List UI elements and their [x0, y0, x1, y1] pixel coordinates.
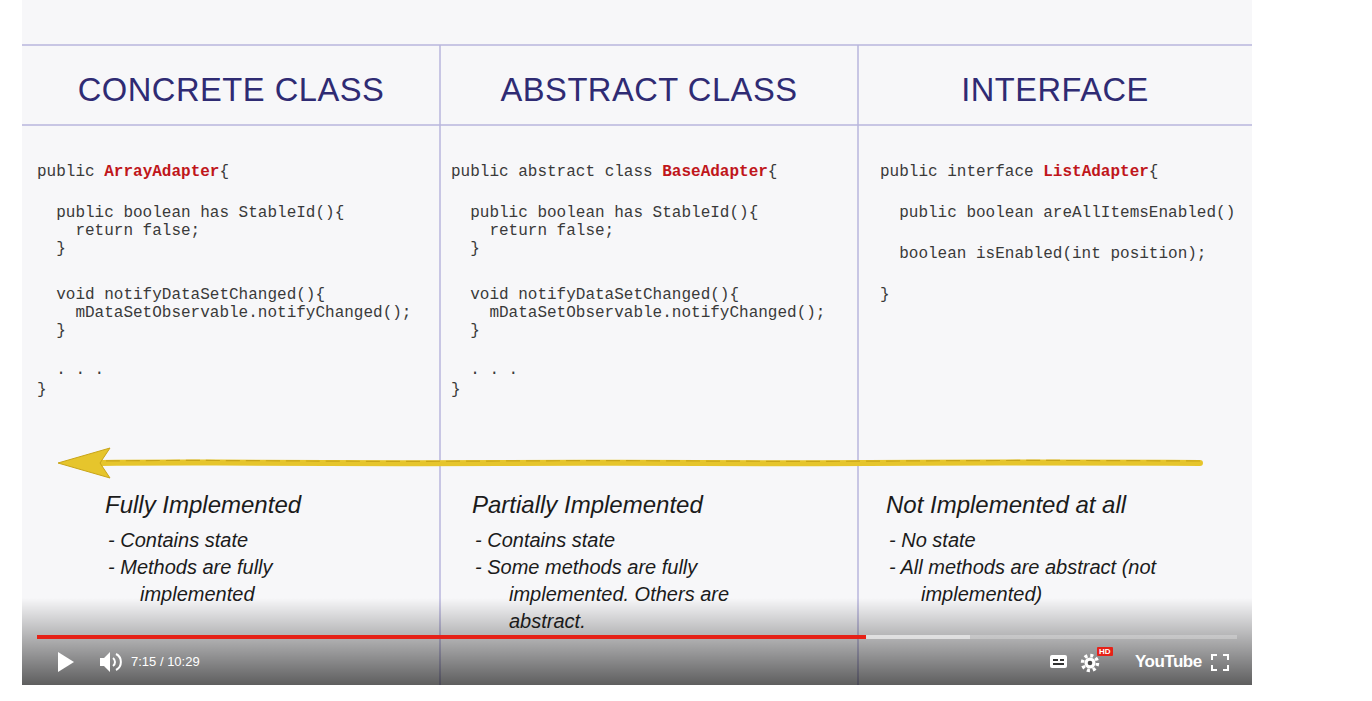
code-line: return false; — [75, 222, 200, 240]
code-line: } — [470, 240, 480, 258]
note-bullet: - Some methods are fully implemented. Ot… — [475, 554, 797, 635]
code-line: return false; — [489, 222, 614, 240]
code-line: void notifyDataSetChanged(){ — [470, 286, 739, 304]
code-line: public interface ListAdapter{ — [880, 163, 1158, 181]
code-line: mDataSetObservable.notifyChanged(); — [489, 304, 825, 322]
column-divider — [857, 45, 859, 685]
code-line: } — [56, 240, 66, 258]
video-time: 7:15 / 10:29 — [131, 653, 200, 671]
note-title: Partially Implemented — [472, 490, 703, 520]
class-column: INTERFACE public interface ListAdapter{ pu… — [858, 45, 1252, 685]
code-line: } — [451, 381, 461, 399]
settings-icon — [1083, 656, 1098, 671]
code-line: } — [470, 322, 480, 340]
code-line: } — [56, 322, 66, 340]
table-lines — [22, 45, 1252, 685]
code-line: . . . — [470, 361, 518, 379]
control-gradient — [22, 598, 1252, 685]
progress-buffer — [37, 635, 970, 639]
column-divider — [439, 45, 441, 685]
note-bullet: - Contains state — [475, 527, 797, 554]
volume-icon — [100, 652, 121, 672]
code-line: public boolean has StableId(){ — [56, 204, 344, 222]
note-bullet: - No state — [889, 527, 1191, 554]
top-rule — [22, 44, 1252, 46]
youtube-logo: YouTube — [1135, 651, 1202, 673]
arrow-shaft — [100, 459, 1200, 466]
fullscreen-icon — [1212, 655, 1228, 670]
progress-track — [37, 635, 1237, 639]
captions-icon — [1050, 655, 1067, 668]
note-bullet: - All methods are abstract (not implemen… — [889, 554, 1191, 608]
class-column: CONCRETE CLASS public ArrayAdapter{ public… — [22, 45, 440, 685]
column-heading: ABSTRACT CLASS — [440, 70, 858, 110]
code-line: public boolean areAllItemsEnabled() — [899, 204, 1235, 222]
progress-played — [37, 635, 866, 639]
code-line: boolean isEnabled(int position); — [899, 245, 1206, 263]
code-line: mDataSetObservable.notifyChanged(); — [75, 304, 411, 322]
code-line: } — [880, 286, 890, 304]
note-bullet: - Contains state — [108, 527, 340, 554]
code-line: . . . — [56, 361, 104, 379]
note-title: Not Implemented at all — [886, 490, 1126, 520]
arrow-texture — [100, 460, 1200, 462]
code-line: public ArrayAdapter{ — [37, 163, 229, 181]
play-icon — [58, 652, 74, 672]
column-heading: INTERFACE — [858, 70, 1252, 110]
code-line: public abstract class BaseAdapter{ — [451, 163, 777, 181]
note-title: Fully Implemented — [105, 490, 301, 520]
header-rule — [22, 124, 1252, 126]
code-line: public boolean has StableId(){ — [470, 204, 758, 222]
note-bullet: - Methods are fully implemented — [108, 554, 340, 608]
column-heading: CONCRETE CLASS — [22, 70, 440, 110]
code-line: void notifyDataSetChanged(){ — [56, 286, 325, 304]
hd-badge: HD — [1097, 647, 1113, 656]
class-column: ABSTRACT CLASS public abstract class Base… — [440, 45, 858, 685]
arrow-head — [58, 448, 110, 478]
spectrum-arrow — [58, 448, 1200, 478]
code-line: } — [37, 381, 47, 399]
